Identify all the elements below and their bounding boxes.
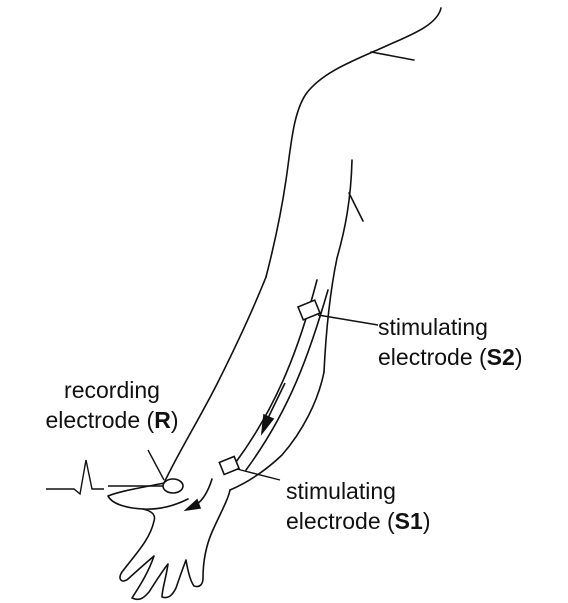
shoulder-outline bbox=[266, 8, 441, 277]
label-s1-prefix: electrode ( bbox=[286, 508, 395, 534]
electrode-r bbox=[163, 479, 183, 493]
label-s1-line1: stimulating bbox=[286, 476, 430, 506]
thumb-crease bbox=[143, 499, 188, 509]
label-s2-suffix: ) bbox=[515, 344, 523, 370]
label-s2-line1: stimulating bbox=[378, 312, 522, 342]
waveform-trace bbox=[46, 460, 104, 494]
label-r-prefix: electrode ( bbox=[46, 407, 155, 433]
curved-arrow-line bbox=[196, 479, 212, 505]
label-r-code: R bbox=[154, 407, 171, 433]
leader-line-s1 bbox=[237, 469, 280, 480]
curved-arrow-head bbox=[186, 500, 200, 510]
label-r: recording electrode (R) bbox=[12, 375, 212, 435]
label-s2-prefix: electrode ( bbox=[378, 344, 487, 370]
label-r-suffix: ) bbox=[171, 407, 179, 433]
electrode-s1 bbox=[219, 456, 239, 474]
leader-line-r bbox=[148, 450, 164, 480]
label-s2: stimulating electrode (S2) bbox=[378, 312, 522, 372]
label-s1: stimulating electrode (S1) bbox=[286, 476, 430, 536]
hand-outline bbox=[108, 483, 230, 599]
label-r-line1: recording bbox=[12, 375, 212, 405]
nerve-line-outer bbox=[246, 290, 328, 470]
label-s1-code: S1 bbox=[395, 508, 423, 534]
shoulder-crease bbox=[371, 52, 414, 60]
electrode-s2 bbox=[298, 300, 320, 320]
label-s2-code: S2 bbox=[487, 344, 515, 370]
forearm-outer-outline bbox=[230, 372, 324, 490]
elbow-crease bbox=[349, 193, 363, 221]
label-s1-suffix: ) bbox=[423, 508, 431, 534]
upper-arm-back-outline bbox=[324, 160, 352, 372]
